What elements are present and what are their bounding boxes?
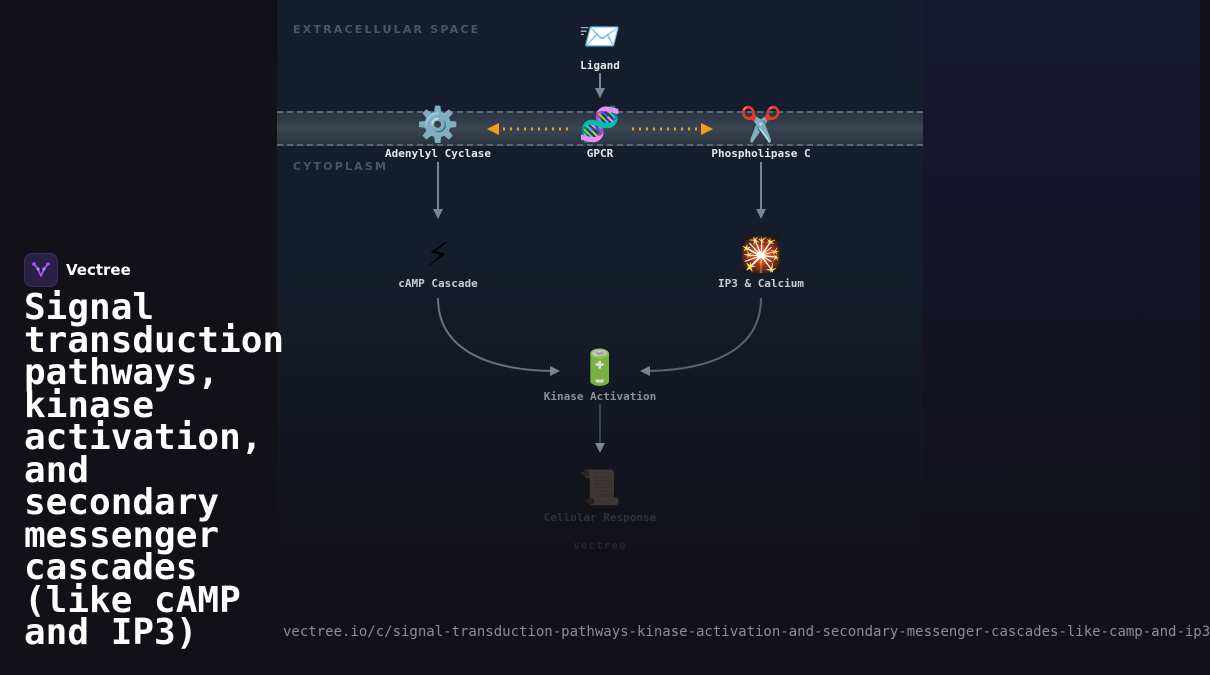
scissors-icon: ✂️	[739, 105, 783, 145]
node-label-adenylyl-cyclase: Adenylyl Cyclase	[385, 147, 491, 160]
sparkler-icon: 🎇	[739, 235, 783, 275]
node-label-phospholipase-c: Phospholipase C	[711, 147, 811, 160]
cell-membrane	[277, 111, 923, 146]
node-label-camp-cascade: cAMP Cascade	[398, 277, 478, 290]
arrow-ip3-to-kinase	[640, 297, 762, 376]
dna-icon: 🧬	[578, 105, 622, 145]
scroll-icon: 📜	[578, 468, 622, 508]
page-url[interactable]: vectree.io/c/signal-transduction-pathway…	[283, 624, 1210, 640]
node-label-gpcr: GPCR	[586, 147, 614, 160]
page-title: Signal transduction pathways, kinase act…	[24, 287, 285, 653]
envelope-icon: 📨	[578, 17, 622, 57]
region-label-extracellular: EXTRACELLULAR SPACE	[293, 23, 481, 36]
arrow-camp-to-kinase	[437, 297, 560, 376]
lightning-icon: ⚡	[426, 235, 450, 275]
diagram-watermark: vectree	[573, 539, 627, 552]
battery-icon: 🔋	[578, 348, 622, 388]
brand-name: Vectree	[66, 261, 131, 279]
brand: Vectree	[24, 253, 131, 287]
gear-icon: ⚙️	[416, 105, 460, 145]
node-label-kinase-activation: Kinase Activation	[543, 390, 657, 403]
region-label-cytoplasm: CYTOPLASM	[293, 160, 389, 173]
vectree-logo-icon	[24, 253, 58, 287]
right-backdrop	[923, 0, 1200, 675]
node-label-ligand: Ligand	[580, 59, 620, 72]
node-label-ip3-calcium: IP3 & Calcium	[717, 277, 805, 290]
node-label-cellular-response: Cellular Response	[543, 511, 657, 524]
